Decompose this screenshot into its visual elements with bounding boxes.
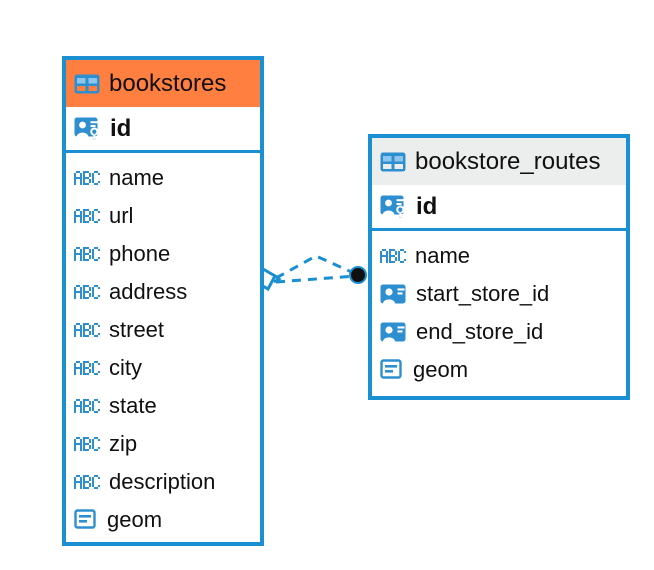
field-label: name <box>415 243 471 268</box>
entity-bookstores-header[interactable]: bookstores <box>66 60 260 107</box>
field-label: geom <box>413 357 469 382</box>
field-label: address <box>109 279 188 304</box>
entity-bookstore-routes-primary-key-row[interactable]: id <box>372 185 626 231</box>
field-label: city <box>109 355 142 380</box>
entity-bookstores-field-list: name <box>66 153 260 539</box>
field-row-city[interactable]: city <box>66 349 260 387</box>
entity-bookstore-routes-field-list: name start_store_id <box>372 231 626 389</box>
entity-bookstores[interactable]: bookstores id <box>62 56 264 546</box>
field-row-zip[interactable]: zip <box>66 425 260 463</box>
field-row-name[interactable]: name <box>66 159 260 197</box>
table-icon <box>380 152 406 172</box>
entity-bookstore-routes-primary-key-label: id <box>416 192 438 220</box>
table-icon <box>74 74 100 94</box>
abc-text-icon <box>74 285 100 299</box>
field-row-geom[interactable]: geom <box>66 501 260 539</box>
field-row-description[interactable]: description <box>66 463 260 501</box>
field-label: phone <box>109 241 171 266</box>
entity-bookstores-primary-key-row[interactable]: id <box>66 107 260 153</box>
field-row-url[interactable]: url <box>66 197 260 235</box>
field-row-name[interactable]: name <box>372 237 626 275</box>
geometry-blob-icon <box>74 509 98 531</box>
relationship-line-upper <box>275 254 357 280</box>
field-label: url <box>109 203 134 228</box>
field-row-state[interactable]: state <box>66 387 260 425</box>
field-label: geom <box>107 507 163 532</box>
geometry-blob-icon <box>380 359 404 381</box>
abc-text-icon <box>74 475 100 489</box>
field-row-phone[interactable]: phone <box>66 235 260 273</box>
entity-bookstores-primary-key-label: id <box>110 114 132 142</box>
primary-key-icon <box>380 194 407 219</box>
field-label: start_store_id <box>416 281 550 306</box>
filled-circle-marker <box>349 266 367 284</box>
entity-bookstore-routes-header[interactable]: bookstore_routes <box>372 138 626 185</box>
abc-text-icon <box>74 209 100 223</box>
abc-text-icon <box>74 323 100 337</box>
abc-text-icon <box>74 247 100 261</box>
field-row-street[interactable]: street <box>66 311 260 349</box>
field-label: name <box>109 165 165 190</box>
field-row-start-store-id[interactable]: start_store_id <box>372 275 626 313</box>
field-label: zip <box>109 431 138 456</box>
entity-bookstore-routes[interactable]: bookstore_routes id <box>368 134 630 400</box>
relationship-line-lower <box>275 274 357 284</box>
abc-text-icon <box>380 249 406 263</box>
relationship-connector[interactable] <box>250 238 380 310</box>
foreign-key-icon <box>380 282 407 307</box>
entity-bookstore-routes-title: bookstore_routes <box>415 147 601 175</box>
field-label: street <box>109 317 165 342</box>
foreign-key-icon <box>380 320 407 345</box>
field-label: description <box>109 469 216 494</box>
primary-key-icon <box>74 116 101 141</box>
field-row-end-store-id[interactable]: end_store_id <box>372 313 626 351</box>
field-row-geom[interactable]: geom <box>372 351 626 389</box>
field-row-address[interactable]: address <box>66 273 260 311</box>
abc-text-icon <box>74 171 100 185</box>
field-label: state <box>109 393 157 418</box>
field-label: end_store_id <box>416 319 544 344</box>
abc-text-icon <box>74 437 100 451</box>
abc-text-icon <box>74 361 100 375</box>
abc-text-icon <box>74 399 100 413</box>
entity-bookstores-title: bookstores <box>109 69 227 97</box>
